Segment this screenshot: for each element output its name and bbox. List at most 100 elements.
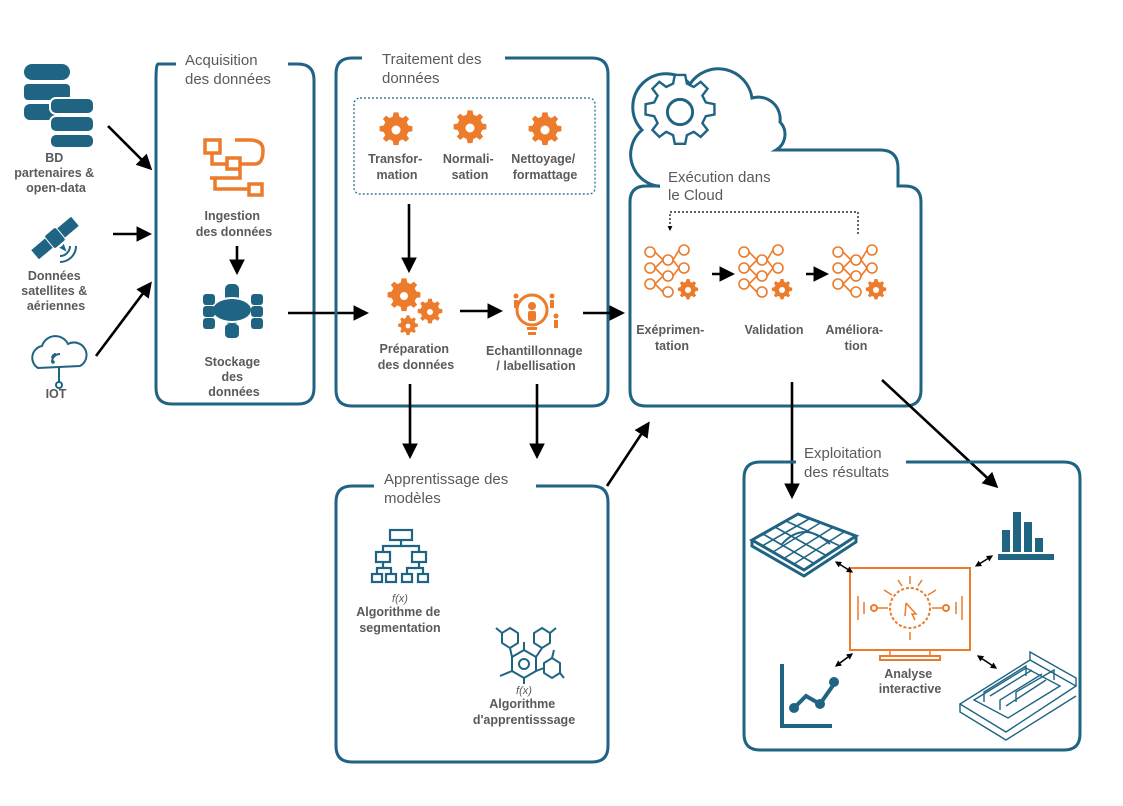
- neural-network-icon: [644, 244, 699, 300]
- link-line-dashboard: [834, 653, 854, 667]
- segmentation-line-2: segmentation: [359, 621, 440, 635]
- nettoyage-label: Nettoyage/ formattage: [511, 152, 578, 182]
- segmentation-label: Algorithme de segmentation: [356, 605, 444, 635]
- arrow-bd-to-acquisition: [107, 125, 153, 171]
- people-bulb-icon: [513, 293, 559, 335]
- cloud-title-line-1: Exécution dans: [668, 169, 771, 186]
- hierarchy-icon: [370, 528, 430, 584]
- traitement-box: [334, 56, 610, 408]
- link-building-dashboard: [976, 655, 998, 669]
- nettoyage-line-1: Nettoyage/: [511, 152, 575, 166]
- arrow-cloud-to-exploitation-bar: [881, 379, 999, 489]
- storage-icon: [203, 284, 263, 338]
- molecule-icon: [495, 626, 565, 684]
- apprentissage-title: Apprentissage des modèles: [384, 471, 512, 507]
- fx-2-label: f(x): [516, 685, 532, 697]
- segmentation-line-1: Algorithme de: [356, 605, 440, 619]
- neural-network-icon: [832, 244, 887, 300]
- dashboard-monitor-icon: [849, 567, 971, 661]
- experimentation-label: Exéprimen- tation: [636, 323, 708, 353]
- algo-apprentissage-line-2: d'apprentisssage: [473, 713, 575, 727]
- iot-cloud-icon: [31, 335, 88, 389]
- ingestion-line-2: des données: [196, 225, 272, 239]
- normalisation-line-1: Normali-: [443, 152, 494, 166]
- normalisation-line-2: sation: [452, 168, 489, 182]
- source-bd-label: BD partenaires & open-data: [14, 151, 97, 195]
- neural-network-icon: [738, 244, 793, 300]
- link-mesh-dashboard: [834, 561, 854, 573]
- analyse-line-1: Analyse: [884, 667, 932, 681]
- acquisition-title: Acquisition des données: [185, 52, 271, 88]
- source-bd-line-1: BD: [45, 151, 63, 165]
- source-sat-line-2: satellites &: [21, 284, 87, 298]
- amelioration-line-2: tion: [845, 339, 868, 353]
- source-sat-line-3: aériennes: [27, 299, 85, 313]
- apprentissage-box: [334, 484, 610, 764]
- stockage-label: Stockage des données: [204, 355, 263, 399]
- amelioration-label: Améliora- tion: [825, 323, 886, 353]
- apprentissage-title-line-1: Apprentissage des: [384, 471, 508, 488]
- ingestion-label: Ingestion des données: [196, 209, 272, 239]
- echantillonnage-label: Echantillonnage / labellisation: [486, 344, 586, 373]
- gears-icon: [387, 278, 443, 336]
- traitement-title-line-2: données: [382, 70, 440, 87]
- stockage-line-3: données: [208, 385, 259, 399]
- source-sat-line-1: Données: [28, 269, 81, 283]
- acquisition-title-line-1: Acquisition: [185, 52, 258, 69]
- amelioration-line-1: Améliora-: [825, 323, 883, 337]
- gear-icon: [453, 110, 487, 144]
- echantillonnage-line-1: Echantillonnage: [486, 344, 583, 358]
- algo-apprentissage-label: Algorithme d'apprentisssage: [473, 697, 575, 727]
- cloud-box: [628, 67, 923, 408]
- line-chart-icon: [780, 664, 839, 728]
- experimentation-line-1: Exéprimen-: [636, 323, 704, 337]
- preprocessing-group: [353, 97, 596, 195]
- exploitation-box: [742, 460, 1082, 752]
- feedback-loop-arrow: [667, 211, 859, 234]
- arrow-apprentissage-to-cloud: [605, 421, 650, 487]
- source-bd-line-3: open-data: [26, 181, 87, 195]
- mesh-surface-icon: [748, 512, 860, 578]
- traitement-title: Traitement des données: [382, 51, 486, 87]
- source-sat-label: Données satellites & aériennes: [21, 269, 91, 313]
- nettoyage-line-2: formattage: [513, 168, 578, 182]
- echantillonnage-line-2: / labellisation: [496, 359, 575, 373]
- cloud-title-line-2: le Cloud: [668, 187, 723, 204]
- gear-icon: [644, 73, 716, 145]
- analyse-line-2: interactive: [879, 682, 942, 696]
- acquisition-title-line-2: des données: [185, 71, 271, 88]
- source-iot-label: IOT: [46, 387, 67, 401]
- transformation-label: Transfor- mation: [368, 152, 426, 182]
- satellite-icon: [31, 216, 79, 260]
- exploitation-title-line-1: Exploitation: [804, 445, 882, 462]
- apprentissage-title-line-2: modèles: [384, 490, 441, 507]
- preparation-line-2: des données: [378, 358, 454, 372]
- ingestion-line-1: Ingestion: [204, 209, 260, 223]
- acquisition-box: [154, 62, 316, 406]
- analyse-label: Analyse interactive: [879, 667, 942, 696]
- preparation-line-1: Préparation: [380, 342, 449, 356]
- fx-1-label: f(x): [392, 593, 408, 605]
- database-icon: [24, 64, 95, 149]
- cloud-title: Exécution dans le Cloud: [668, 169, 775, 204]
- gear-icon: [528, 112, 562, 146]
- exploitation-title: Exploitation des résultats: [804, 445, 889, 481]
- validation-label: Validation: [744, 323, 803, 337]
- preparation-label: Préparation des données: [378, 342, 454, 372]
- transformation-line-1: Transfor-: [368, 152, 422, 166]
- building-3d-icon: [958, 650, 1078, 741]
- traitement-title-line-1: Traitement des: [382, 51, 482, 68]
- exploitation-title-line-2: des résultats: [804, 464, 889, 481]
- source-bd-line-2: partenaires &: [14, 166, 94, 180]
- arrow-iot-to-acquisition: [94, 281, 152, 357]
- experimentation-line-2: tation: [655, 339, 689, 353]
- transformation-line-2: mation: [377, 168, 418, 182]
- stockage-line-1: Stockage: [204, 355, 260, 369]
- flow-icon: [203, 138, 265, 197]
- gear-icon: [379, 112, 413, 146]
- bar-chart-icon: [998, 512, 1054, 560]
- normalisation-label: Normali- sation: [443, 152, 497, 182]
- algo-apprentissage-line-1: Algorithme: [489, 697, 555, 711]
- stockage-line-2: des: [221, 370, 243, 384]
